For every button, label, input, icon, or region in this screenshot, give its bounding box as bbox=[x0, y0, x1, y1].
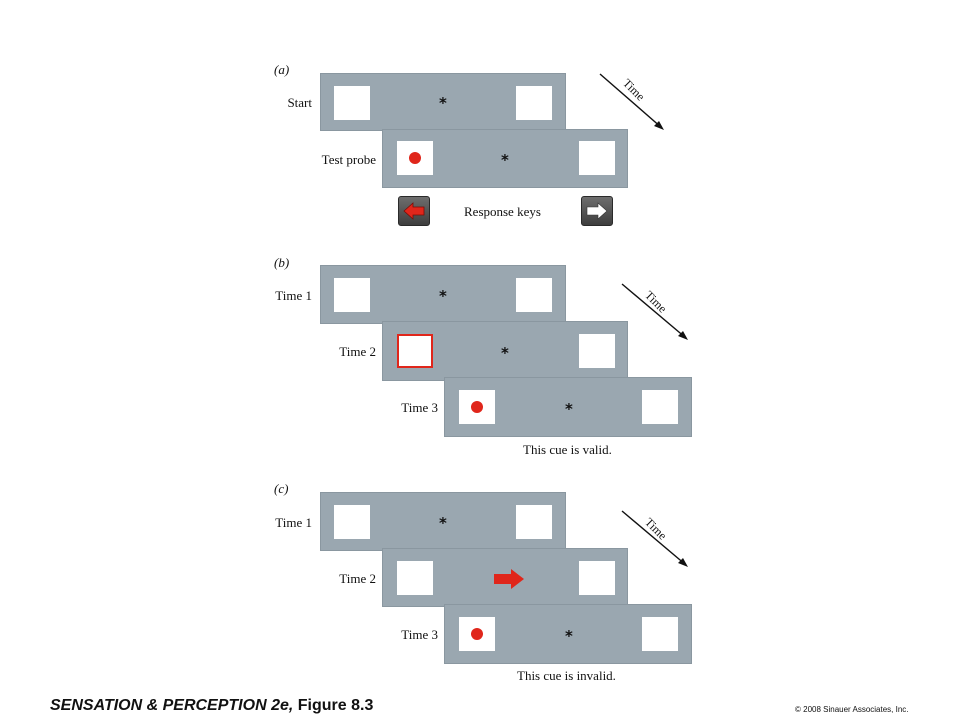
row-label-time-1: Time 1 bbox=[275, 288, 312, 303]
copyright-notice: © 2008 Sinauer Associates, Inc. bbox=[795, 705, 909, 714]
right-response-key bbox=[581, 196, 613, 226]
figure-number: Figure 8.3 bbox=[297, 697, 374, 714]
right-box bbox=[516, 86, 552, 120]
red-dot-target bbox=[409, 152, 421, 164]
row-label-time-2: Time 2 bbox=[339, 344, 376, 359]
row-label-time-3: Time 3 bbox=[401, 400, 438, 415]
row-label-time-1: Time 1 bbox=[275, 515, 312, 530]
fixation-asterisk: * bbox=[439, 94, 447, 112]
fixation-asterisk: * bbox=[565, 400, 573, 418]
right-box bbox=[516, 278, 552, 312]
left-box bbox=[397, 561, 433, 595]
screen-time-2: * bbox=[382, 321, 628, 381]
fixation-asterisk: * bbox=[501, 151, 509, 169]
left-box bbox=[334, 278, 370, 312]
row-label-time-2: Time 2 bbox=[339, 571, 376, 586]
screen-time-1: * bbox=[320, 492, 566, 551]
left-box bbox=[459, 390, 495, 424]
right-box bbox=[642, 390, 678, 424]
caption-valid: This cue is valid. bbox=[523, 442, 612, 457]
fixation-asterisk: * bbox=[565, 627, 573, 645]
row-label-test-probe: Test probe bbox=[321, 152, 376, 167]
left-box bbox=[459, 617, 495, 651]
screen-time-2 bbox=[382, 548, 628, 607]
book-title: SENSATION & PERCEPTION 2e, bbox=[50, 697, 294, 714]
row-label-start: Start bbox=[287, 95, 312, 110]
left-arrow-key-icon bbox=[403, 202, 425, 220]
screen-time-3: * bbox=[444, 604, 692, 664]
figure-source-title: SENSATION & PERCEPTION 2e, Figure 8.3 bbox=[50, 697, 373, 715]
screen-start: * bbox=[320, 73, 566, 131]
time-arrow-icon bbox=[599, 73, 664, 130]
left-box-cued bbox=[397, 334, 433, 368]
response-keys-label: Response keys bbox=[464, 204, 541, 219]
right-box bbox=[516, 505, 552, 539]
right-arrow-key-icon bbox=[586, 202, 608, 220]
caption-invalid: This cue is invalid. bbox=[517, 668, 616, 683]
red-dot-target bbox=[471, 401, 483, 413]
left-box bbox=[397, 141, 433, 175]
panel-a-label: (a) bbox=[274, 62, 290, 77]
left-response-key bbox=[398, 196, 430, 226]
panel-b-label: (b) bbox=[274, 255, 290, 270]
left-box bbox=[334, 505, 370, 539]
fixation-asterisk: * bbox=[439, 287, 447, 305]
time-arrow-icon bbox=[621, 510, 688, 567]
fixation-asterisk: * bbox=[501, 344, 509, 362]
right-box bbox=[642, 617, 678, 651]
row-label-time-3: Time 3 bbox=[401, 627, 438, 642]
screen-test-probe: * bbox=[382, 129, 628, 188]
right-box bbox=[579, 141, 615, 175]
time-arrow-icon bbox=[621, 283, 688, 340]
screen-time-3: * bbox=[444, 377, 692, 437]
left-box bbox=[334, 86, 370, 120]
right-box bbox=[579, 334, 615, 368]
panel-c-label: (c) bbox=[274, 481, 289, 496]
red-right-arrow-cue-icon bbox=[494, 569, 524, 589]
red-dot-target bbox=[471, 628, 483, 640]
right-box bbox=[579, 561, 615, 595]
screen-time-1: * bbox=[320, 265, 566, 324]
fixation-asterisk: * bbox=[439, 514, 447, 532]
